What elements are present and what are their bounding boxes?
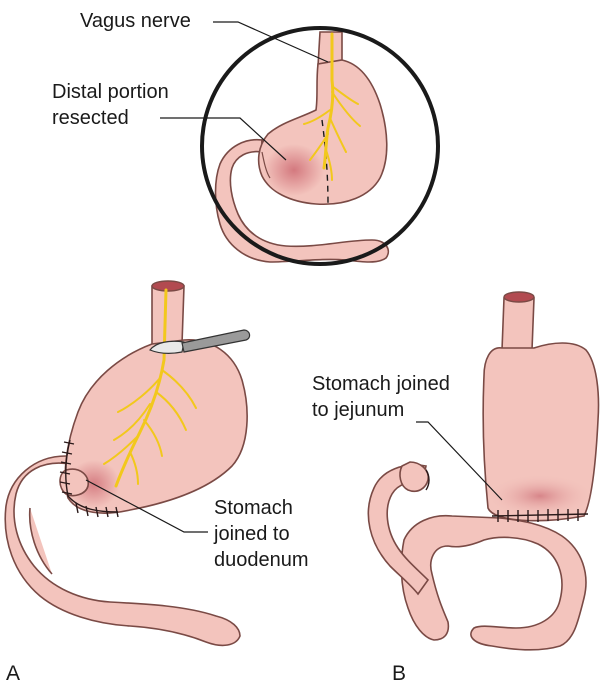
b-esophagus-opening xyxy=(504,292,534,302)
b-esophagus xyxy=(502,298,534,350)
a-esophagus-opening xyxy=(152,281,184,291)
distal-portion-label: Distal portion xyxy=(52,81,169,103)
panel-b-letter: B xyxy=(392,662,406,685)
panel-b-illustration xyxy=(368,292,598,650)
vagus-nerve-label: Vagus nerve xyxy=(80,10,191,32)
a-esophagus xyxy=(152,286,184,346)
resected-label: resected xyxy=(52,107,129,129)
panel-a-letter: A xyxy=(6,662,20,685)
stomach-jejunum-label-2: to jejunum xyxy=(312,399,404,421)
stomach-duodenum-label-1: Stomach xyxy=(214,497,293,519)
stomach-duodenum-label-2: joined to xyxy=(213,523,290,545)
stomach-duodenum-label-3: duodenum xyxy=(214,549,309,571)
inset-view xyxy=(202,28,438,264)
panel-a-illustration xyxy=(5,281,249,645)
stomach-jejunum-label-1: Stomach joined xyxy=(312,373,450,395)
b-jejunum xyxy=(401,516,586,650)
